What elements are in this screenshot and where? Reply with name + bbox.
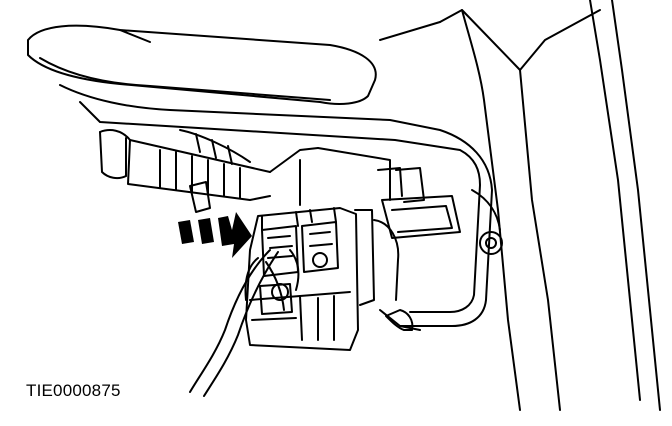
wire-clip — [385, 309, 414, 331]
body-panel — [379, 0, 661, 411]
lamp-housing — [27, 24, 493, 327]
bulb-holder-bracket — [299, 147, 461, 331]
figure-reference-code: TIE0000875 — [26, 381, 121, 400]
direction-arrow-icon — [178, 212, 252, 258]
wires — [189, 249, 300, 397]
wiring-loom — [99, 129, 319, 213]
mounting-boss — [479, 231, 503, 255]
connector-block — [245, 207, 359, 351]
